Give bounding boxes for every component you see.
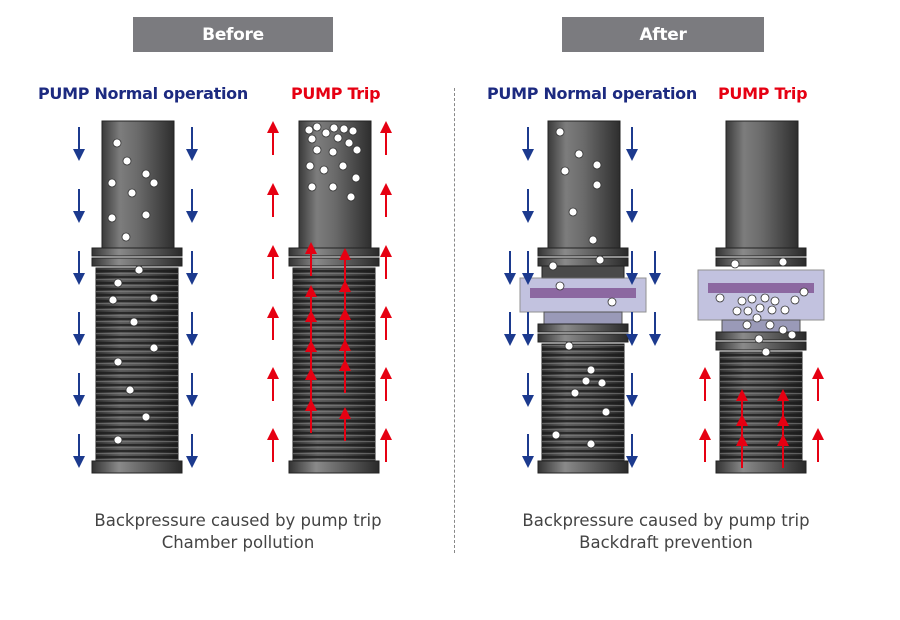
particle <box>113 357 123 367</box>
particle <box>743 306 753 316</box>
particle <box>328 147 338 157</box>
particle <box>352 145 362 155</box>
particle <box>715 293 725 303</box>
before-trip-label: PUMP Trip <box>291 84 381 103</box>
particle <box>127 188 137 198</box>
particle <box>134 265 144 275</box>
after-caption-line2: Backdraft prevention <box>579 533 753 552</box>
particle <box>586 439 596 449</box>
particle <box>333 133 343 143</box>
particle <box>129 317 139 327</box>
particle <box>767 305 777 315</box>
particle <box>328 182 338 192</box>
particle <box>149 178 159 188</box>
particle <box>122 156 132 166</box>
particle <box>592 180 602 190</box>
particle <box>570 388 580 398</box>
particle <box>113 278 123 288</box>
particle <box>304 125 314 135</box>
after-normal-pump <box>519 120 647 474</box>
particle <box>568 207 578 217</box>
particle <box>747 294 757 304</box>
before-normal-pump <box>91 120 183 474</box>
particle <box>307 134 317 144</box>
particle <box>799 287 809 297</box>
particle <box>329 123 339 133</box>
particle <box>149 293 159 303</box>
particle <box>555 281 565 291</box>
particle <box>737 296 747 306</box>
particle <box>581 376 591 386</box>
before-trip-pump <box>288 120 380 474</box>
before-caption: Backpressure caused by pump trip Chamber… <box>58 510 418 554</box>
particle <box>760 293 770 303</box>
particle <box>319 165 329 175</box>
particle <box>742 320 752 330</box>
particle <box>754 334 764 344</box>
section-divider <box>454 88 455 553</box>
particle <box>778 257 788 267</box>
particle <box>601 407 611 417</box>
particle <box>141 412 151 422</box>
tab-before[interactable]: Before <box>133 17 333 52</box>
particle <box>548 261 558 271</box>
particle <box>564 341 574 351</box>
particle <box>141 210 151 220</box>
particle <box>113 435 123 445</box>
particle <box>346 192 356 202</box>
particle <box>790 295 800 305</box>
particle <box>770 296 780 306</box>
particle <box>141 169 151 179</box>
particle <box>108 295 118 305</box>
particle <box>597 378 607 388</box>
particle <box>555 127 565 137</box>
after-trip-label: PUMP Trip <box>718 84 808 103</box>
before-caption-line1: Backpressure caused by pump trip <box>94 511 382 530</box>
before-normal-label: PUMP Normal operation <box>38 84 248 103</box>
particle <box>586 365 596 375</box>
particle <box>755 303 765 313</box>
particle <box>307 182 317 192</box>
after-caption-line1: Backpressure caused by pump trip <box>522 511 810 530</box>
particle <box>780 305 790 315</box>
before-caption-line2: Chamber pollution <box>161 533 315 552</box>
particle <box>761 347 771 357</box>
particle <box>121 232 131 242</box>
particle <box>312 145 322 155</box>
after-caption: Backpressure caused by pump trip Backdra… <box>486 510 846 554</box>
particle <box>595 255 605 265</box>
particle <box>321 128 331 138</box>
particle <box>305 161 315 171</box>
particle <box>107 213 117 223</box>
particle <box>351 173 361 183</box>
particle <box>338 161 348 171</box>
after-normal-label: PUMP Normal operation <box>487 84 697 103</box>
particle <box>778 325 788 335</box>
particle <box>732 306 742 316</box>
particle <box>765 320 775 330</box>
particle <box>574 149 584 159</box>
particle <box>588 235 598 245</box>
particle <box>607 297 617 307</box>
particle <box>787 330 797 340</box>
particle <box>344 138 354 148</box>
particle <box>149 343 159 353</box>
particle <box>560 166 570 176</box>
particle <box>312 122 322 132</box>
particle <box>107 178 117 188</box>
particle <box>112 138 122 148</box>
particle <box>730 259 740 269</box>
particle <box>348 126 358 136</box>
particle <box>752 313 762 323</box>
particle <box>339 124 349 134</box>
particle <box>592 160 602 170</box>
after-trip-pump <box>697 120 825 474</box>
particle <box>125 385 135 395</box>
tab-after[interactable]: After <box>562 17 764 52</box>
particle <box>551 430 561 440</box>
